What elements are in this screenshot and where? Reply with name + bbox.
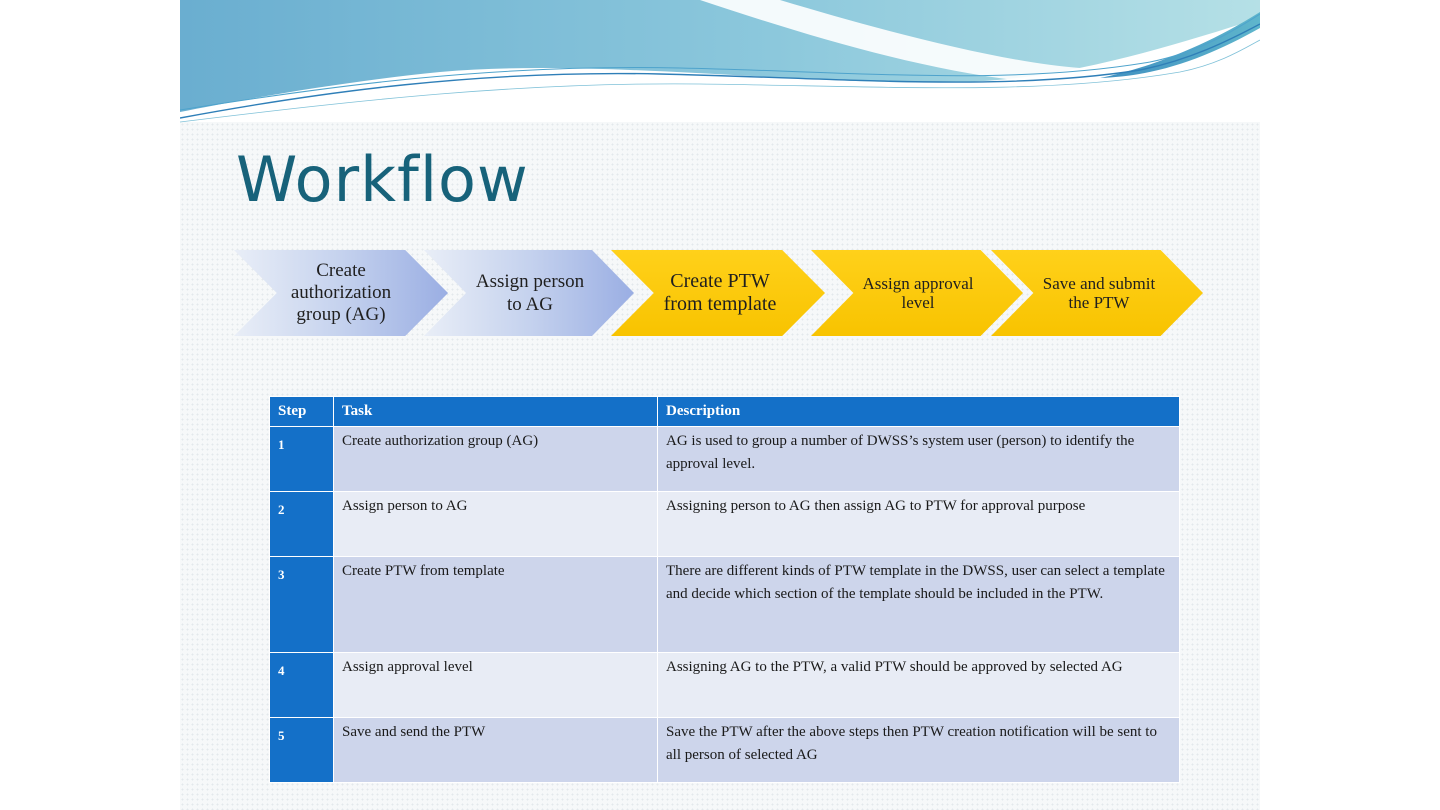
header-step: Step — [269, 396, 334, 427]
table-row: 1 Create authorization group (AG) AG is … — [269, 426, 1180, 492]
description-cell: Assigning person to AG then assign AG to… — [657, 491, 1180, 557]
task-cell: Create authorization group (AG) — [333, 426, 658, 492]
description-cell: Assigning AG to the PTW, a valid PTW sho… — [657, 652, 1180, 718]
table-row: 3 Create PTW from template There are dif… — [269, 556, 1180, 653]
wave-banner-decoration — [180, 0, 1260, 123]
task-cell: Save and send the PTW — [333, 717, 658, 783]
description-cell: AG is used to group a number of DWSS’s s… — [657, 426, 1180, 492]
workflow-table: Step Task Description 1 Create authoriza… — [269, 396, 1180, 783]
table-header-row: Step Task Description — [269, 396, 1180, 427]
header-task: Task — [333, 396, 658, 427]
step-number: 2 — [269, 491, 334, 557]
header-description: Description — [657, 396, 1180, 427]
chevron-label-2: Assign person to AG — [475, 271, 585, 315]
table-row: 5 Save and send the PTW Save the PTW aft… — [269, 717, 1180, 783]
description-cell: Save the PTW after the above steps then … — [657, 717, 1180, 783]
table-row: 2 Assign person to AG Assigning person t… — [269, 491, 1180, 557]
description-cell: There are different kinds of PTW templat… — [657, 556, 1180, 653]
step-number: 5 — [269, 717, 334, 783]
task-cell: Assign person to AG — [333, 491, 658, 557]
task-cell: Create PTW from template — [333, 556, 658, 653]
chevron-label-1: Create authorization group (AG) — [290, 260, 392, 325]
step-number: 1 — [269, 426, 334, 492]
page-title: Workflow — [236, 143, 529, 216]
task-cell: Assign approval level — [333, 652, 658, 718]
step-number: 4 — [269, 652, 334, 718]
chevron-label-3: Create PTW from template — [663, 270, 777, 315]
chevron-label-4: Assign approval level — [862, 274, 974, 312]
table-row: 4 Assign approval level Assigning AG to … — [269, 652, 1180, 718]
step-number: 3 — [269, 556, 334, 653]
chevron-label-5: Save and submit the PTW — [1042, 274, 1156, 312]
